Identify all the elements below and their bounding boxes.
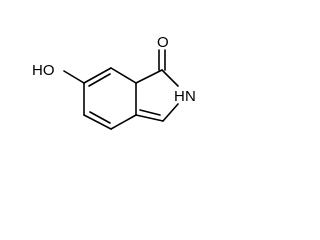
carbonyl-oxygen-label: O: [157, 34, 169, 51]
bond-c6-n4: [110, 67, 137, 84]
bond-c6-oh: [63, 70, 85, 84]
hydroxyl-label: HO: [32, 62, 55, 79]
bond-n4-c3: [135, 69, 163, 84]
five-membered-ring: [135, 69, 179, 122]
six-membered-ring: [83, 67, 137, 130]
bond-c8a-c8: [110, 114, 137, 130]
bond-c8-c7: [83, 114, 112, 130]
bond-c5-c6: [83, 67, 112, 84]
bond-c1-c8a: [135, 114, 164, 122]
bond-c8-c7-double: [89, 111, 111, 124]
bond-c1-c8a-double: [139, 109, 161, 116]
carbonyl-group: [158, 49, 166, 71]
bond-c3-n2: [161, 69, 179, 87]
nitrogen-hydrogen-label: H: [174, 88, 185, 105]
molecule-structure: HO O H N: [32, 34, 196, 130]
bond-n2-c1: [162, 103, 179, 122]
bond-c5-c6-double: [88, 73, 111, 87]
ring-nitrogen-label: N: [185, 88, 196, 105]
